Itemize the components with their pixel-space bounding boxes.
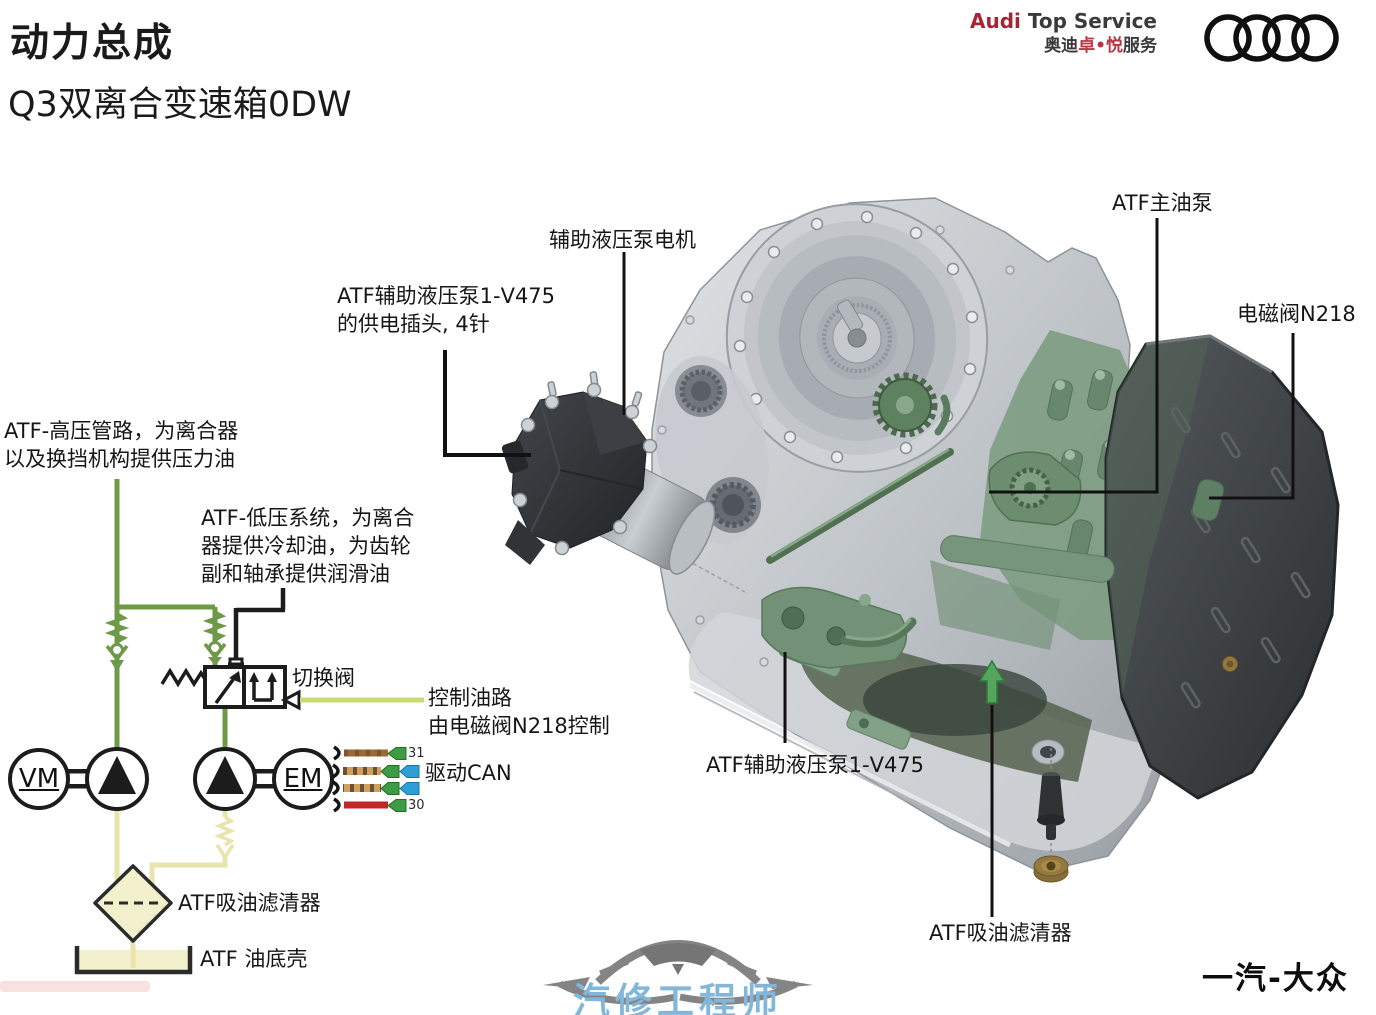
page-title: 动力总成 [10,21,175,66]
low-pressure-line2: 器提供冷却油，为齿轮 [201,534,411,558]
pin31-label: 31 [408,746,425,761]
green-internals [766,372,1115,583]
filter-arrow-icon [978,659,1006,704]
aux-pump-plug-label: ATF辅助液压泵1-V475 的供电插头, 4针 [337,282,555,338]
leader-plug [443,350,531,457]
flange-bolt-holes [733,210,979,464]
main-oil-pump-label: ATF主油泵 [1112,191,1213,215]
vm-label: VM [18,764,60,794]
aux-pump-plug-line2: 的供电插头, 4针 [337,312,490,336]
side-bolt [1222,656,1238,672]
pilot-port [280,689,301,711]
case-bolts [657,225,1015,667]
watermark-text: 汽修工程师 [573,980,783,1015]
aux-pump-bottom-label: ATF辅助液压泵1-V475 [706,753,925,777]
motor-screws [512,371,658,556]
case-boss [1031,739,1065,765]
low-pressure-note: ATF-低压系统，为离合 器提供冷却油，为齿轮 副和轴承提供润滑油 [201,504,414,588]
input-shaft [836,299,867,348]
control-line1: 控制油路 [428,686,512,710]
watermark-smear [0,981,150,992]
suction-filter-label: ATF吸油滤清器 [178,891,321,915]
high-pressure-note: ATF-高压管路，为离合器 以及换挡机构提供压力油 [4,417,238,473]
faw-vw-logo: 一汽-大众 [1202,961,1349,997]
audi-rings-icon [1204,14,1339,62]
pin30-label: 30 [408,798,425,813]
em-label: EM [283,764,323,794]
check-valve-left [104,612,130,672]
leader-main-oil-pump [989,218,1159,494]
top-service-text: Top Service [1020,9,1157,33]
switch-valve-label: 切换阀 [292,666,355,690]
audi-top-service-logo: Audi Top Service [930,9,1157,33]
main-oil-pump-part [988,451,1082,526]
aux-pump-motor-label: 辅助液压泵电机 [549,228,696,252]
leader-solenoid [1209,333,1295,500]
low-pressure-line1: ATF-低压系统，为离合 [201,506,415,530]
low-pressure-line3: 副和轴承提供润滑油 [201,562,390,586]
aux-pump-plug-line1: ATF辅助液压泵1-V475 [337,284,556,308]
valve-spring [160,667,207,688]
audi-cn-2: 服务 [1123,36,1157,56]
audi-cn-red: 卓•悦 [1078,36,1123,56]
drive-can-label: 驱动CAN [425,761,512,785]
suction-filter [93,864,173,943]
car-logo-icon [543,940,813,1005]
sump-recess [798,628,1092,782]
solenoid-n218-label: 电磁阀N218 [1237,302,1356,326]
high-pressure-line2: 以及换挡机构提供压力油 [4,447,235,471]
pump-group [8,747,334,811]
aux-pump-motor-assembly [501,371,746,593]
oil-pan-label: ATF 油底壳 [200,947,308,971]
switch-valve [160,665,301,711]
control-line-note: 控制油路 由电磁阀N218控制 [428,684,610,740]
pilot-line [228,588,286,670]
audi-brand-text: Audi [969,9,1021,33]
suction-filter-photo-label: ATF吸油滤清器 [929,921,1072,945]
em-wiring [332,745,420,813]
audi-cn-1: 奥迪 [1044,36,1079,56]
em-circle [272,748,334,810]
page-subtitle: Q3双离合变速箱0DW [8,85,352,125]
drain-plug [1033,748,1069,883]
audi-service-cn: 奥迪卓•悦服务 [930,31,1157,56]
high-pressure-line1: ATF-高压管路，为离合器 [4,419,239,443]
suction-lines [114,809,236,968]
mechatronics-cover [1104,334,1340,800]
hydraulic-schematic [0,479,424,992]
leader-lines [443,218,1295,917]
check-valve-right [202,610,228,666]
control-line2: 由电磁阀N218控制 [428,714,610,738]
vm-circle [8,748,70,810]
solenoid-n218-part [1191,478,1225,522]
aux-pump-v475-part [761,586,917,669]
